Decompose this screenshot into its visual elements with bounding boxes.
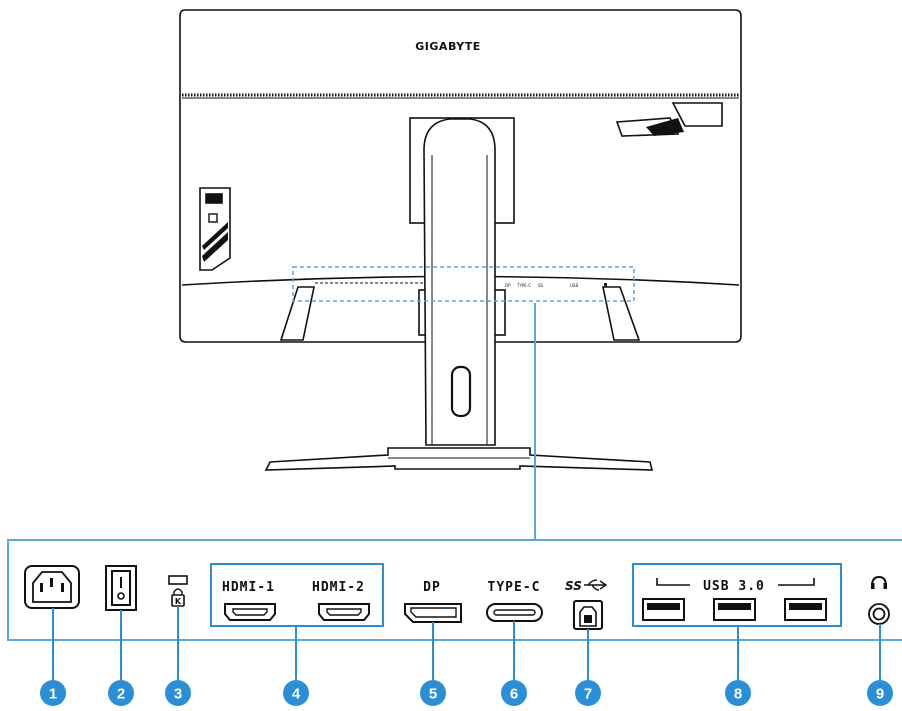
strip-label-typec: TYPE-C bbox=[516, 283, 531, 288]
callout-badge: 2 bbox=[108, 680, 134, 706]
usb-a-port-icon bbox=[784, 598, 827, 621]
callout-badge: 1 bbox=[40, 680, 66, 706]
hdmi-group-box bbox=[210, 563, 384, 627]
svg-text:5: 5 bbox=[429, 686, 437, 703]
typec-label: TYPE-C bbox=[488, 580, 541, 595]
callout-badge: 3 bbox=[165, 680, 191, 706]
svg-text:8: 8 bbox=[734, 686, 742, 703]
usb-label: USB 3.0 bbox=[703, 579, 765, 594]
usb-b-port-icon bbox=[573, 600, 603, 630]
callout-lines bbox=[52, 606, 881, 680]
side-io-panel bbox=[199, 187, 231, 271]
power-switch-icon bbox=[105, 565, 137, 611]
hdmi-port-icon bbox=[318, 603, 370, 621]
svg-text:4: 4 bbox=[292, 686, 301, 703]
hdmi1-label: HDMI-1 bbox=[222, 580, 275, 595]
audio-jack-icon bbox=[868, 603, 890, 625]
zoom-connector bbox=[7, 303, 902, 641]
svg-text:6: 6 bbox=[510, 686, 518, 703]
usb-a-port-icon bbox=[713, 598, 756, 621]
ss-label: SS bbox=[565, 579, 582, 593]
svg-text:1: 1 bbox=[49, 686, 57, 703]
callout-badge: 5 bbox=[420, 680, 446, 706]
svg-text:2: 2 bbox=[117, 686, 125, 703]
hdmi2-label: HDMI-2 bbox=[312, 580, 365, 595]
usb-a-port-icon bbox=[642, 598, 685, 621]
port-zoom-highlight bbox=[292, 266, 635, 302]
svg-text:3: 3 bbox=[174, 686, 182, 703]
rear-label-panel bbox=[671, 102, 723, 127]
brand-logo: GIGABYTE bbox=[415, 40, 480, 53]
usb-group-box bbox=[632, 563, 842, 627]
back-foot-right bbox=[602, 286, 641, 341]
strip-label-usb: USB bbox=[570, 283, 578, 288]
dp-label: DP bbox=[423, 580, 441, 595]
hdmi-port-icon bbox=[224, 603, 276, 621]
svg-text:K: K bbox=[175, 597, 182, 606]
strip-label-ss: SS bbox=[538, 283, 544, 288]
stand-neck bbox=[423, 118, 496, 446]
callout-badge: 8 bbox=[725, 680, 751, 706]
displayport-icon bbox=[404, 603, 462, 623]
monitor-stand bbox=[264, 117, 654, 471]
superspeed-usb-icon: SS bbox=[565, 579, 608, 593]
usb-c-port-icon bbox=[486, 603, 543, 622]
callout-badge: 9 bbox=[867, 680, 893, 706]
callout-badge: 4 bbox=[283, 680, 309, 706]
monitor-outline bbox=[179, 9, 742, 343]
ac-power-inlet-icon bbox=[24, 565, 80, 609]
monitor-back bbox=[179, 9, 742, 343]
svg-text:9: 9 bbox=[876, 686, 884, 703]
headphone-icon bbox=[871, 575, 887, 589]
back-foot-left bbox=[279, 286, 315, 341]
cable-hole bbox=[450, 365, 472, 418]
callout-badge: 6 bbox=[501, 680, 527, 706]
kensington-lock-icon: K bbox=[168, 575, 188, 607]
stand-base bbox=[264, 447, 654, 471]
svg-text:7: 7 bbox=[584, 686, 592, 703]
callout-badge: 7 bbox=[575, 680, 601, 706]
strip-label-dp: DP bbox=[505, 283, 511, 288]
